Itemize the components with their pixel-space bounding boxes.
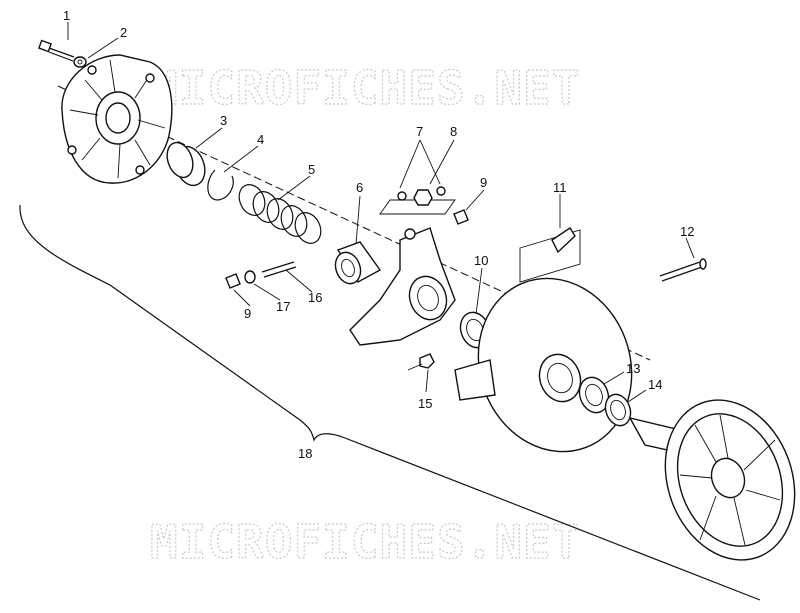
part-ring-13	[578, 376, 610, 414]
part-pin-assembly	[225, 261, 297, 289]
callout-15: 15	[418, 396, 432, 411]
callout-18: 18	[298, 446, 312, 461]
part-washer	[73, 56, 87, 68]
callout-5: 5	[308, 162, 315, 177]
part-snap-ring	[207, 169, 234, 201]
part-spring	[238, 184, 322, 244]
part-nut-set	[379, 186, 456, 215]
part-roller-bushing	[334, 241, 382, 285]
callout-13: 13	[626, 361, 640, 376]
callout-7: 7	[416, 124, 423, 139]
assembly-bracket	[19, 204, 761, 601]
callout-12: 12	[680, 224, 694, 239]
callout-2: 2	[120, 25, 127, 40]
part-shaft-wheel	[628, 399, 796, 561]
callout-9-lower: 9	[244, 306, 251, 321]
part-cover-plate	[61, 54, 173, 184]
watermark-top: MICROFICHES.NET	[150, 61, 580, 115]
callout-3: 3	[220, 113, 227, 128]
callout-14: 14	[648, 377, 662, 392]
callout-8: 8	[450, 124, 457, 139]
watermark-bottom: MICROFICHES.NET	[150, 515, 580, 569]
callouts: 1 2 3 4 5 6 7 8 9 10 11 12 13 14 15 16 1…	[63, 8, 694, 461]
callout-6: 6	[356, 180, 363, 195]
part-bolt	[38, 39, 75, 62]
callout-4: 4	[257, 132, 264, 147]
callout-10: 10	[474, 253, 488, 268]
callout-1: 1	[63, 8, 70, 23]
callout-9-upper: 9	[480, 175, 487, 190]
part-bushing-ring	[166, 141, 206, 187]
part-ring-14	[604, 393, 632, 427]
part-nut	[419, 353, 435, 369]
callout-16: 16	[308, 290, 322, 305]
callout-11: 11	[553, 180, 567, 195]
callout-17: 17	[276, 299, 290, 314]
part-pin	[659, 258, 707, 282]
part-cap-upper	[453, 209, 469, 225]
part-clip	[519, 227, 581, 283]
part-spider-arm	[349, 227, 456, 346]
leader-lines	[67, 22, 695, 403]
